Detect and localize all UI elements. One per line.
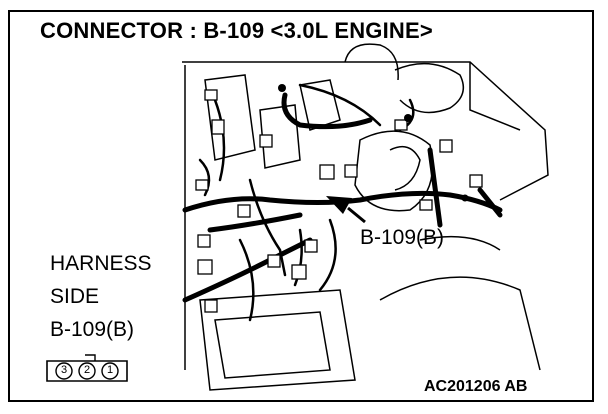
grounding-points (278, 84, 469, 202)
figure-code: AC201206 AB (424, 378, 528, 395)
connector-callout-label: B-109(B) (360, 226, 445, 249)
connector-pin-1: 1 (106, 364, 114, 376)
connector-face (46, 354, 128, 382)
engine-compartment-outline (182, 43, 549, 391)
connector-pin-3: 3 (60, 364, 68, 376)
diagram-frame (8, 10, 594, 402)
connector-title: CONNECTOR : B-109 <3.0L ENGINE> (40, 18, 433, 43)
callout-arrow (326, 196, 366, 224)
connector-pin-2: 2 (83, 364, 91, 376)
harness-side-line-2: SIDE (50, 285, 100, 308)
harness-side-line-1: HARNESS (50, 252, 152, 275)
harness-connectors (195, 89, 483, 313)
wiring-harness (182, 92, 503, 303)
harness-side-line-3: B-109(B) (50, 318, 135, 341)
